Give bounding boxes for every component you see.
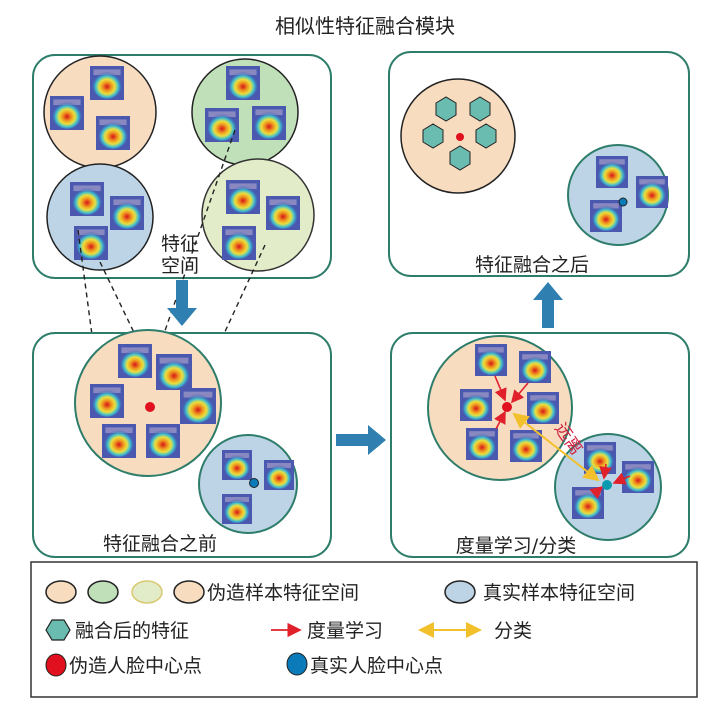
fake-center-dot (145, 402, 155, 412)
face-heatmap (475, 344, 507, 376)
face-heatmap (572, 487, 604, 519)
after-fusion-panel: 特征融合之后 (388, 51, 690, 277)
feature-space-panel: 特征 空间 (32, 54, 332, 279)
feature-space-label: 空间 (161, 255, 199, 277)
face-heatmap (510, 430, 542, 462)
fused-feature-hexagon (422, 123, 444, 149)
face-heatmap (264, 460, 294, 490)
diagram-title: 相似性特征融合模块 (275, 14, 455, 38)
legend-fake-center-dot (45, 653, 67, 677)
face-heatmap (519, 351, 551, 383)
legend-fused-feature-label: 融合后的特征 (75, 620, 189, 642)
face-heatmap (70, 182, 104, 216)
fused-features (422, 96, 497, 171)
legend-fake-space-swatch-light (131, 580, 163, 604)
face-heatmap (180, 388, 216, 424)
legend-fake-space-swatch (45, 580, 77, 604)
before-fusion-panel: 特征融合之前 (32, 329, 332, 558)
face-heatmap (222, 226, 256, 260)
face-heatmap (527, 392, 559, 424)
flow-arrow-right (336, 425, 386, 455)
face-heatmap (118, 344, 152, 378)
flow-arrow-up (533, 282, 563, 328)
fused-feature-hexagon (469, 96, 491, 122)
metric-learning-panel: 远离 度量学习/分类 (390, 332, 690, 558)
legend-fused-feature-hexagon (45, 619, 71, 641)
legend-metric-label: 度量学习 (307, 620, 383, 642)
fused-feature-hexagon (449, 145, 471, 171)
before-fusion-label: 特征融合之前 (103, 533, 217, 555)
legend-fake-space-swatch-green (87, 580, 119, 604)
legend-fake-space-swatch-peach (173, 580, 205, 604)
face-heatmap (226, 180, 260, 214)
face-heatmap (226, 66, 260, 100)
face-heatmap (222, 494, 252, 524)
fake-center-dot (502, 402, 512, 412)
face-heatmap (252, 106, 286, 140)
face-heatmap (460, 389, 492, 421)
classification-arrow (512, 412, 600, 482)
fake-center-dot (456, 133, 464, 141)
face-heatmap (90, 384, 124, 418)
face-heatmap (466, 428, 498, 460)
legend-real-center-dot (286, 652, 308, 676)
legend-real-space-swatch (444, 580, 476, 604)
face-heatmap (50, 96, 84, 130)
face-heatmap (205, 108, 239, 142)
legend-real-space-label: 真实样本特征空间 (483, 582, 635, 604)
face-heatmap (596, 156, 628, 188)
real-center-dot (249, 478, 259, 488)
face-heatmap (266, 196, 300, 230)
face-heatmap (102, 424, 136, 458)
legend-fake-space-label: 伪造样本特征空间 (207, 582, 359, 604)
face-heatmap (584, 442, 616, 474)
face-heatmap (96, 116, 130, 150)
face-heatmap (90, 66, 124, 100)
fused-feature-hexagon (435, 96, 457, 122)
face-heatmap (110, 196, 144, 230)
metric-learning-label: 度量学习/分类 (456, 535, 576, 557)
after-fusion-label: 特征融合之后 (475, 254, 589, 276)
face-heatmap (146, 424, 180, 458)
face-heatmap (156, 354, 192, 390)
legend-fake-center-label: 伪造人脸中心点 (69, 655, 202, 677)
real-center-dot (618, 197, 628, 207)
legend-real-center-label: 真实人脸中心点 (310, 655, 443, 677)
legend-classify-label: 分类 (494, 620, 532, 642)
face-heatmap (222, 450, 252, 480)
feature-space-label: 特征 (161, 233, 199, 255)
real-center-dot (602, 480, 612, 490)
fused-feature-hexagon (475, 123, 497, 149)
flow-arrow-down (167, 280, 197, 326)
face-heatmap (590, 200, 622, 232)
face-heatmap (636, 176, 668, 208)
metric-learning-arrows (494, 375, 631, 500)
legend: 伪造样本特征空间 真实样本特征空间 融合后的特征 度量学习 分类 伪造人脸中心点… (30, 561, 698, 698)
